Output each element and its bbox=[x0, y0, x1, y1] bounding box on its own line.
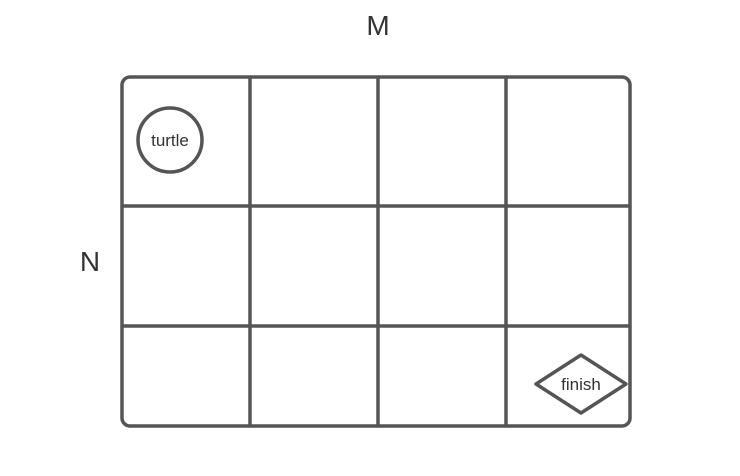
turtle-node: turtle bbox=[136, 106, 204, 174]
turtle-label: turtle bbox=[151, 131, 189, 150]
finish-diamond bbox=[534, 353, 628, 415]
finish-node: finish bbox=[534, 353, 628, 415]
grid-border bbox=[120, 75, 632, 428]
finish-label: finish bbox=[561, 375, 601, 394]
rows-label: N bbox=[79, 246, 101, 277]
turtle-circle bbox=[136, 106, 204, 174]
columns-label: M bbox=[366, 10, 390, 41]
